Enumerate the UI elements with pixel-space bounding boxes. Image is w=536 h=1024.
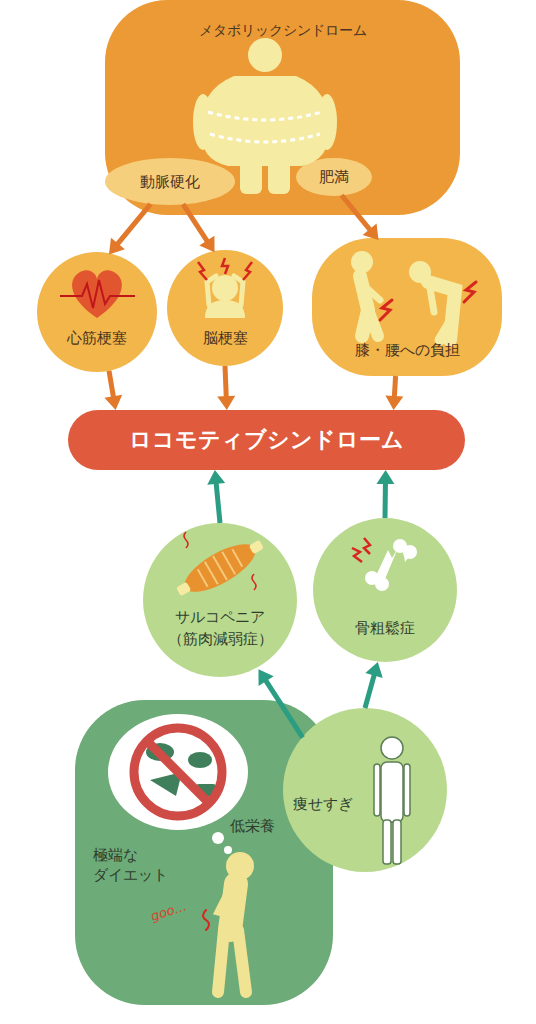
node-shape (37, 252, 157, 372)
muscle-icon (171, 531, 269, 605)
text-slot: 痩せすぎ (285, 794, 361, 815)
node-label: 痩せすぎ (293, 795, 353, 815)
node-label: （筋肉減弱症） (168, 630, 273, 650)
flow-arrow (342, 195, 379, 240)
arrow-shaft (117, 204, 151, 245)
arrow-shaft (216, 482, 220, 523)
node-outline (313, 518, 457, 662)
arrow-shaft (365, 674, 375, 708)
arrow-shaft (183, 204, 208, 242)
flow-arrow (365, 662, 383, 708)
bone-icon (352, 538, 417, 591)
node-label: ロコモティブシンドローム (129, 426, 404, 455)
flow-arrow (385, 376, 403, 410)
arrow-shaft (383, 482, 388, 518)
text-slot: （筋肉減弱症） (155, 629, 285, 650)
node-label: サルコペニア (175, 608, 265, 628)
fat-figure (193, 38, 337, 194)
arrow-head (259, 669, 274, 686)
text-slot: 脳梗塞 (175, 328, 275, 349)
arrow-head (363, 224, 379, 241)
skinny-figure (374, 737, 410, 864)
node-outline (167, 250, 283, 366)
text-slot: 肥満 (300, 167, 368, 188)
arrow-head (217, 396, 235, 410)
locomotive-pill: ロコモティブシンドローム (68, 410, 465, 470)
diet-region: 低栄養極端な ダイエット (75, 700, 333, 1005)
text-slot: メタボリックシンドローム (105, 20, 460, 39)
disease-circle: 脳梗塞 (167, 250, 283, 366)
node-label: メタボリックシンドローム (199, 21, 367, 39)
headache-icon (198, 258, 252, 318)
arrow-head (207, 470, 225, 485)
node-label: 低栄養 (230, 817, 275, 837)
burden-box: 膝・腰への負担 (312, 238, 502, 376)
text-slot: サルコペニア (155, 607, 285, 628)
text-slot: 心筋梗塞 (47, 328, 147, 349)
node-outline (312, 238, 502, 376)
node-outline (143, 523, 297, 677)
node-label: 膝・腰への負担 (355, 341, 460, 361)
arrow-shaft (109, 371, 114, 398)
text-slot: 骨粗鬆症 (325, 618, 445, 639)
node-label: 骨粗鬆症 (355, 619, 415, 639)
heart-icon (60, 270, 135, 318)
node-outline (68, 410, 465, 470)
flow-arrow (217, 366, 235, 410)
metabolic-region: メタボリックシンドローム動脈硬化 肥満 (105, 0, 460, 215)
flow-arrow (207, 470, 225, 523)
node-shape (143, 523, 297, 677)
knee-back-icon (351, 251, 476, 340)
node-label: 肥満 (319, 168, 349, 188)
arrow-head (199, 236, 214, 253)
cause-ellipse: 動脈硬化 (105, 158, 235, 205)
node-shape (313, 518, 457, 662)
arrow-head (385, 395, 403, 410)
node-shape (167, 250, 283, 366)
disease-circle: 心筋梗塞 (37, 252, 157, 372)
node-outline (105, 0, 460, 215)
node-label: 動脈硬化 (140, 173, 200, 193)
node-shape (283, 708, 447, 872)
node-label: 脳梗塞 (203, 329, 248, 349)
arrow-shaft (265, 679, 303, 737)
flow-arrow (104, 371, 122, 410)
arrow-head (365, 662, 382, 678)
arrow-head (109, 238, 125, 255)
node-outline (37, 252, 157, 372)
node-outline (296, 158, 372, 196)
node-outline (283, 708, 447, 872)
condition-circle: 骨粗鬆症 (313, 518, 457, 662)
text-slot: 極端な ダイエット (93, 846, 177, 885)
node-outline (105, 158, 235, 205)
dieting-figure (203, 852, 254, 992)
text-slot: 膝・腰への負担 (322, 340, 492, 361)
node-outline (75, 700, 333, 1005)
flow-arrow (109, 204, 151, 254)
condition-circle: サルコペニア（筋肉減弱症） (143, 523, 297, 677)
text-slot: ロコモティブシンドローム (78, 426, 455, 455)
node-label: 心筋梗塞 (67, 329, 127, 349)
text-slot: 動脈硬化 (110, 172, 230, 193)
flow-arrow (376, 470, 394, 518)
flow-arrow (183, 204, 215, 252)
thought-bubble (108, 714, 248, 854)
arrow-head (104, 395, 122, 410)
arrow-shaft (394, 376, 395, 398)
cause-ellipse: 肥満 (296, 158, 372, 196)
node-label: 極端な ダイエット (93, 846, 177, 885)
arrow-head (376, 470, 394, 484)
flow-arrow (259, 669, 303, 737)
arrow-shaft (342, 195, 371, 231)
arrow-shaft (225, 366, 226, 398)
thin-circle: 痩せすぎ (283, 708, 447, 872)
